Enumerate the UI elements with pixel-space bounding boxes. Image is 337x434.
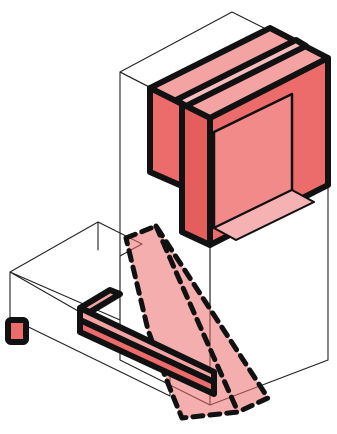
small-block (8, 320, 26, 342)
small-block-body (8, 320, 26, 342)
bar-riser (80, 290, 120, 312)
upper-volume-front-face (182, 104, 210, 245)
podium-top-face (10, 222, 142, 320)
upper-volume (150, 28, 328, 245)
